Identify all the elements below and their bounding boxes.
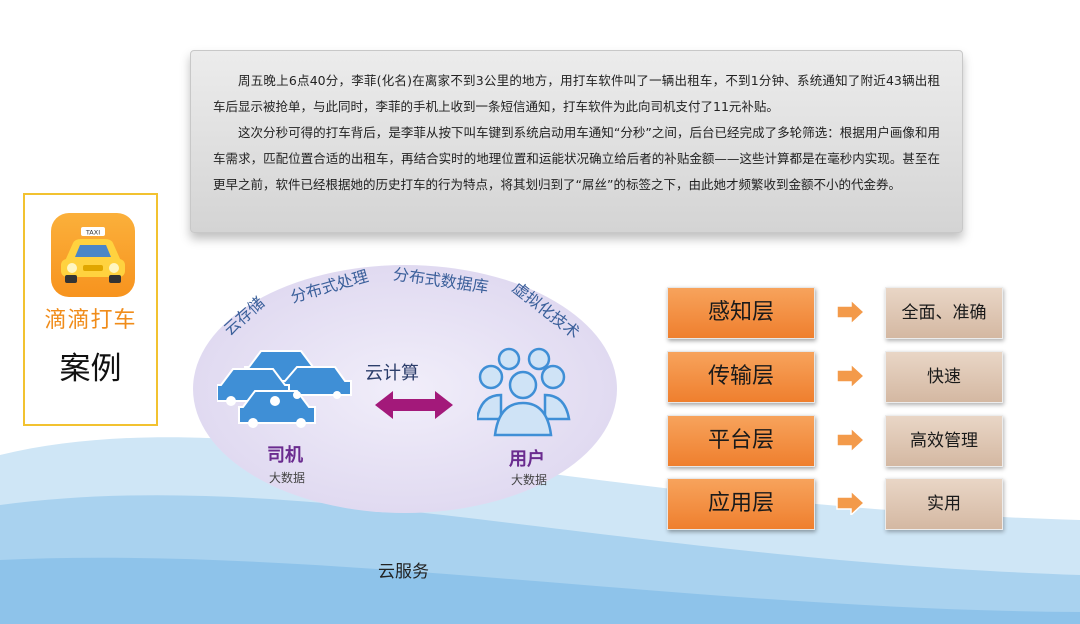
layer-row-transmission: 传输层 快速	[667, 351, 1003, 403]
right-arrow-icon	[836, 428, 865, 452]
layer-value: 快速	[885, 351, 1003, 403]
layer-row-platform: 平台层 高效管理	[667, 415, 1003, 467]
user-title: 用户	[509, 449, 545, 470]
layer-name: 应用层	[667, 478, 815, 530]
layer-name: 传输层	[667, 351, 815, 403]
cloud-computing-label: 云计算	[365, 363, 419, 384]
right-arrow-icon	[836, 491, 865, 515]
cloud-service-label: 云服务	[378, 562, 429, 582]
cars-icon	[217, 350, 352, 428]
taxi-icon: TAXI	[51, 213, 135, 297]
users-icon	[477, 347, 571, 437]
double-arrow-icon	[375, 391, 453, 419]
story-box: 周五晚上6点40分，李菲(化名)在离家不到3公里的地方，用打车软件叫了一辆出租车…	[190, 50, 963, 233]
cloud-diagram: 云存储 分布式处理 分布式数据库 虚拟化技术 云计算 司机 大	[185, 255, 625, 525]
layer-row-application: 应用层 实用	[667, 478, 1003, 530]
layer-name: 感知层	[667, 287, 815, 339]
layer-value: 全面、准确	[885, 287, 1003, 339]
layer-name: 平台层	[667, 415, 815, 467]
layer-row-perception: 感知层 全面、准确	[667, 287, 1003, 339]
driver-title: 司机	[267, 445, 303, 466]
user-subtitle: 大数据	[511, 473, 548, 487]
case-label: 案例	[59, 351, 122, 387]
app-name: 滴滴打车	[44, 308, 137, 333]
story-paragraph-2: 这次分秒可得的打车背后，是李菲从按下叫车键到系统启动用车通知“分秒”之间，后台已…	[213, 125, 940, 192]
layer-value: 实用	[885, 478, 1003, 530]
layer-value: 高效管理	[885, 415, 1003, 467]
story-paragraph-1: 周五晚上6点40分，李菲(化名)在离家不到3公里的地方，用打车软件叫了一辆出租车…	[213, 73, 940, 114]
right-arrow-icon	[836, 364, 865, 388]
case-card: TAXI 滴滴打车 案例	[23, 193, 158, 426]
driver-subtitle: 大数据	[269, 471, 306, 485]
cloud-ellipse	[193, 265, 617, 513]
right-arrow-icon	[836, 300, 865, 324]
svg-text:TAXI: TAXI	[85, 229, 100, 237]
